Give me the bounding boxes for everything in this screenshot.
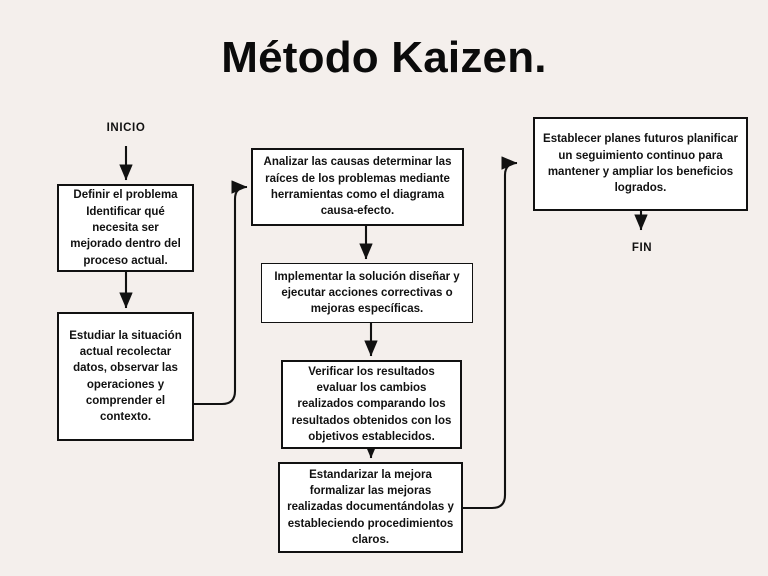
node-implementar-la-solucion-label: Implementar la solución diseñar y ejecut…: [274, 270, 460, 316]
node-analizar-las-causas[interactable]: Analizar las causas determinar las raíce…: [251, 148, 464, 226]
node-establecer-planes-futuros-label: Establecer planes futuros planificar un …: [543, 133, 738, 195]
node-estandarizar-la-mejora-label: Estandarizar la mejora formalizar las me…: [287, 468, 454, 546]
connector-estudiar-to-analizar: [194, 180, 248, 406]
node-definir-el-problema-label: Definir el problema Identificar qué nece…: [70, 189, 181, 267]
node-estudiar-la-situacion[interactable]: Estudiar la situación actual recolectar …: [57, 312, 194, 441]
page-title: Método Kaizen.: [221, 33, 547, 82]
node-fin[interactable]: FIN: [604, 234, 680, 261]
node-verificar-los-resultados-label: Verificar los resultados evaluar los cam…: [291, 365, 452, 443]
node-analizar-las-causas-label: Analizar las causas determinar las raíce…: [263, 156, 452, 218]
node-inicio-label: INICIO: [106, 122, 146, 134]
node-inicio[interactable]: INICIO: [58, 110, 194, 146]
connector-estandarizar-to-establecer: [463, 156, 518, 510]
node-estandarizar-la-mejora[interactable]: Estandarizar la mejora formalizar las me…: [278, 462, 463, 553]
node-implementar-la-solucion[interactable]: Implementar la solución diseñar y ejecut…: [261, 263, 473, 323]
node-fin-label: FIN: [631, 241, 653, 254]
node-verificar-los-resultados[interactable]: Verificar los resultados evaluar los cam…: [281, 360, 462, 449]
node-establecer-planes-futuros[interactable]: Establecer planes futuros planificar un …: [533, 117, 748, 211]
node-estudiar-la-situacion-label: Estudiar la situación actual recolectar …: [69, 329, 182, 424]
node-definir-el-problema[interactable]: Definir el problema Identificar qué nece…: [57, 184, 194, 272]
